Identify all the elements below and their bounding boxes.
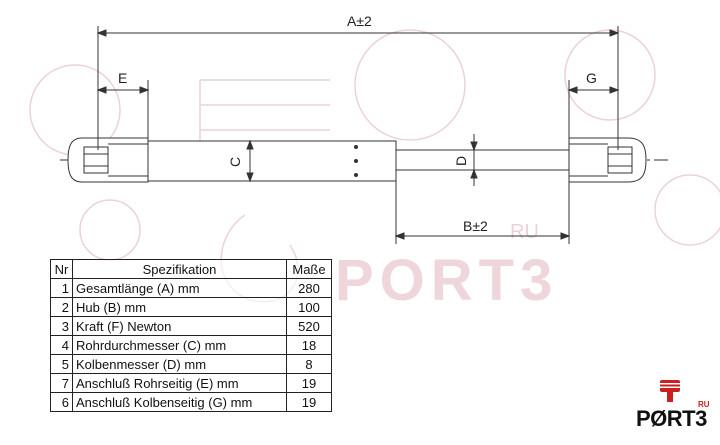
row-value: 100 [286,297,332,317]
row-value: 280 [286,278,332,298]
specification-table: Nr Spezifikation Maße 1 Gesamtlänge (A) … [50,259,332,412]
table-row: 6 Anschluß Kolbenseitig (G) mm 19 [50,392,332,412]
label-a: A±2 [347,13,372,29]
table-row: 5 Kolbenmesser (D) mm 8 [50,354,332,374]
table-row: 2 Hub (B) mm 100 [50,297,332,317]
row-nr: 4 [50,335,73,355]
row-spec: Anschluß Rohrseitig (E) mm [72,373,287,393]
header-nr: Nr [50,259,73,279]
left-eye-fitting [67,137,149,183]
piston-icon [660,380,680,402]
row-spec: Gesamtlänge (A) mm [72,278,287,298]
row-nr: 7 [50,373,73,393]
row-value: 19 [286,373,332,393]
label-c: C [227,157,243,167]
row-spec: Anschluß Kolbenseitig (G) mm [72,392,287,412]
row-nr: 2 [50,297,73,317]
row-value: 8 [286,354,332,374]
logo-suffix: RU [698,400,710,409]
row-nr: 6 [50,392,73,412]
row-nr: 1 [50,278,73,298]
row-spec: Rohrdurchmesser (C) mm [72,335,287,355]
row-value: 19 [286,392,332,412]
piston-rod [395,149,570,171]
dimension-e [96,80,150,140]
header-masse: Maße [286,259,332,279]
cylinder-tube [147,140,397,182]
label-b: B±2 [463,218,488,234]
row-value: 520 [286,316,332,336]
table-row: 3 Kraft (F) Newton 520 [50,316,332,336]
label-d: D [453,156,469,166]
row-value: 18 [286,335,332,355]
dimension-a [96,26,620,150]
dimension-b [394,181,571,244]
dimension-d [470,134,478,186]
table-row: 4 Rohrdurchmesser (C) mm 18 [50,335,332,355]
port3-logo: RU PØRT3 [636,378,714,438]
logo-text: PØRT3 [636,406,707,431]
watermark-text: PORT3 [335,248,558,313]
table-row: 7 Anschluß Rohrseitig (E) mm 19 [50,373,332,393]
row-spec: Kolbenmesser (D) mm [72,354,287,374]
dimension-c [246,139,254,183]
label-g: G [586,70,597,86]
row-spec: Hub (B) mm [72,297,287,317]
watermark: PORT3 RU [29,29,720,313]
table-header-row: Nr Spezifikation Maße [50,259,332,279]
row-spec: Kraft (F) Newton [72,316,287,336]
header-spezifikation: Spezifikation [72,259,287,279]
row-nr: 3 [50,316,73,336]
row-nr: 5 [50,354,73,374]
table-row: 1 Gesamtlänge (A) mm 280 [50,278,332,298]
dimension-g [567,80,620,140]
label-e: E [118,70,127,86]
watermark-suffix: RU [510,221,539,243]
right-eye-fitting [568,137,647,183]
